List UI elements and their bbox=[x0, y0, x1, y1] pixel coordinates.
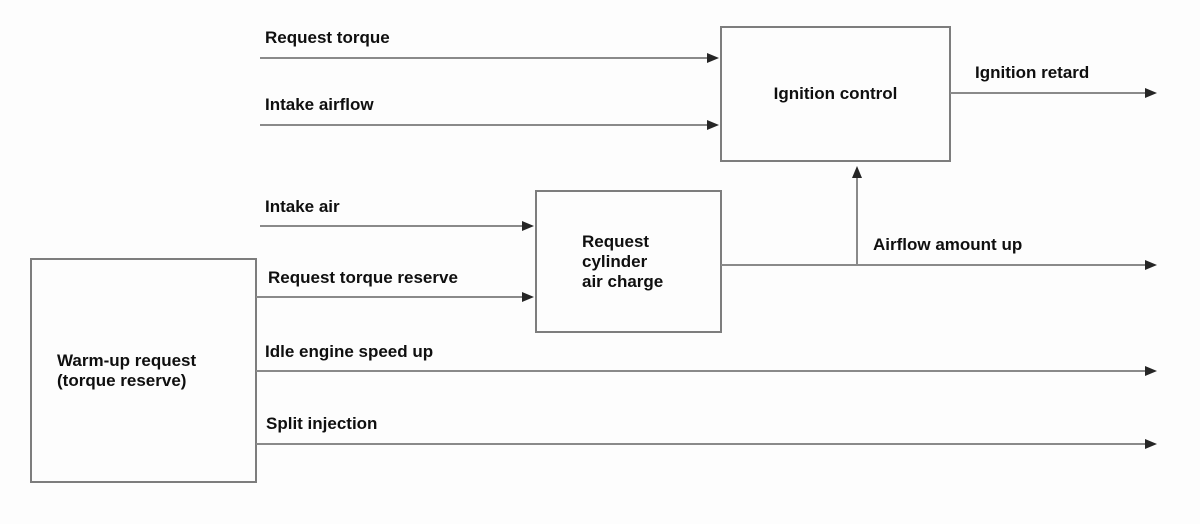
request-cylinder-air-charge-box: Request cylinder air charge bbox=[535, 190, 722, 333]
arrowhead-right-icon bbox=[1145, 88, 1157, 98]
ignition-control-box: Ignition control bbox=[720, 26, 951, 162]
ignition-control-box-label: Ignition control bbox=[773, 84, 898, 103]
ignition-retard-arrow-line bbox=[950, 92, 1145, 94]
ignition-retard-label: Ignition retard bbox=[975, 63, 1090, 82]
idle-engine-speed-up-label: Idle engine speed up bbox=[265, 342, 434, 361]
request-torque-reserve-arrow-line bbox=[256, 296, 522, 298]
intake-airflow-label: Intake airflow bbox=[265, 95, 374, 114]
split-injection-label: Split injection bbox=[266, 414, 378, 433]
arrowhead-right-icon bbox=[1145, 439, 1157, 449]
warm-up-box-label-line2: (torque reserve) bbox=[57, 370, 187, 390]
arrowhead-right-icon bbox=[522, 221, 534, 231]
request-cylinder-box-label-line2: cylinder bbox=[582, 251, 648, 271]
airflow-amount-up-arrow-line bbox=[721, 264, 1145, 266]
arrowhead-up-icon bbox=[852, 166, 862, 178]
request-torque-arrow-line bbox=[260, 57, 707, 59]
arrowhead-right-icon bbox=[1145, 260, 1157, 270]
idle-engine-speed-up-arrow-line bbox=[256, 370, 1145, 372]
intake-airflow-arrow-line bbox=[260, 124, 707, 126]
request-cylinder-box-label-line3: air charge bbox=[582, 271, 664, 291]
request-cylinder-box-label-line1: Request bbox=[582, 231, 650, 251]
split-injection-arrow-line bbox=[256, 443, 1145, 445]
arrowhead-right-icon bbox=[707, 53, 719, 63]
intake-air-label: Intake air bbox=[265, 197, 340, 216]
arrowhead-right-icon bbox=[1145, 366, 1157, 376]
arrowhead-right-icon bbox=[522, 292, 534, 302]
request-torque-reserve-label: Request torque reserve bbox=[268, 268, 458, 287]
airflow-amount-up-label: Airflow amount up bbox=[873, 235, 1023, 254]
intake-air-arrow-line bbox=[260, 225, 522, 227]
request-torque-label: Request torque bbox=[265, 28, 390, 47]
arrowhead-right-icon bbox=[707, 120, 719, 130]
warm-up-request-box: Warm-up request (torque reserve) bbox=[30, 258, 257, 483]
airflow-up-vertical-arrow-line bbox=[856, 178, 858, 266]
warm-up-box-label-line1: Warm-up request bbox=[57, 350, 197, 370]
